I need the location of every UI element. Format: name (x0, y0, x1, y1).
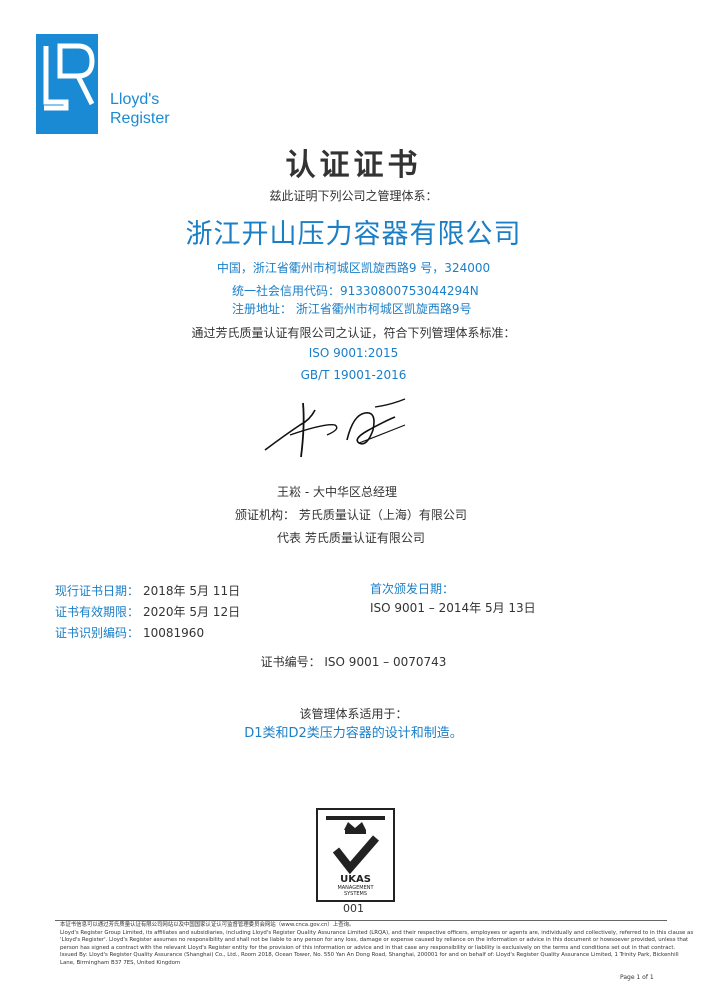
expiry-date-value: 2020年 5月 12日 (143, 605, 241, 619)
standard-gbt19001: GB/T 19001-2016 (300, 368, 407, 382)
identity-value: 10081960 (143, 626, 205, 640)
legal-footer: 本证书信息可以通过芳氏质量认证有限公司网站以及中国国家认证认可监督管理委员会网站… (60, 922, 694, 968)
standard-iso9001: ISO 9001:2015 (308, 346, 399, 360)
certificate-number: 证书编号： ISO 9001 – 0070743 (260, 655, 447, 669)
svg-text:UKAS: UKAS (340, 874, 371, 885)
footer-line: 本证书信息可以通过芳氏质量认证有限公司网站以及中国国家认证认可监督管理委员会网站… (60, 922, 355, 928)
credit-code: 统一社会信用代码：91330800753044294N (232, 284, 479, 298)
footer-line: 'Lloyd's Register'. Lloyd's Register ass… (60, 937, 689, 944)
expiry-date-row: 证书有效期限：2020年 5月 12日 (55, 601, 240, 622)
svg-text:SYSTEMS: SYSTEMS (344, 891, 367, 897)
certificate-title: 认证证书 (285, 148, 422, 183)
footer-divider (55, 920, 667, 921)
intro-text: 兹此证明下列公司之管理体系： (269, 189, 438, 203)
original-date-value: ISO 9001 – 2014年 5月 13日 (370, 601, 536, 615)
current-date-label: 现行证书日期： (55, 584, 140, 598)
original-approval: 首次颁发日期： ISO 9001 – 2014年 5月 13日 (370, 580, 536, 618)
original-date-label: 首次颁发日期： (370, 582, 455, 596)
scope-label: 该管理体系适用于： (299, 707, 408, 721)
issuing-body: 颁证机构： 芳氏质量认证（上海）有限公司 (235, 508, 467, 522)
current-date-value: 2018年 5月 11日 (143, 584, 241, 598)
page-indicator: Page 1 of 1 (620, 974, 654, 981)
footer-line: Lloyd's Register Group Limited, its affi… (60, 929, 694, 936)
identity-label: 证书识别编码： (55, 626, 140, 640)
signature (255, 395, 430, 465)
logo-line-2: Register (110, 110, 170, 127)
ukas-code: 001 (343, 902, 364, 915)
scope-text: D1类和D2类压力容器的设计和制造。 (244, 726, 463, 741)
registered-address: 注册地址： 浙江省衢州市柯城区凯旋西路9号 (232, 302, 472, 316)
logo-line-1: Lloyd's (110, 91, 160, 108)
lr-logo-mark (36, 34, 98, 134)
identity-row: 证书识别编码：10081960 (55, 622, 240, 643)
certificate-dates: 现行证书日期：2018年 5月 11日 证书有效期限：2020年 5月 12日 … (55, 580, 240, 643)
svg-text:MANAGEMENT: MANAGEMENT (337, 885, 374, 891)
footer-line: Lane, Birmingham B37 7ES, United Kingdom (60, 959, 181, 966)
ukas-accreditation-mark: UKAS MANAGEMENT SYSTEMS (316, 808, 395, 902)
logo-wordmark: Lloyd's Register (110, 90, 170, 128)
footer-line: Issued By: Lloyd's Register Quality Assu… (60, 952, 679, 959)
checkmark-icon (332, 835, 380, 875)
current-date-row: 现行证书日期：2018年 5月 11日 (55, 580, 240, 601)
signer-name: 王崧 - 大中华区总经理 (277, 485, 397, 499)
footer-line: person has signed a contract with the re… (60, 944, 676, 951)
on-behalf-of: 代表 芳氏质量认证有限公司 (277, 531, 425, 545)
lloyds-register-logo: Lloyd's Register (36, 34, 196, 134)
crown-icon (344, 822, 366, 830)
company-name: 浙江开山压力容器有限公司 (185, 219, 522, 250)
company-address: 中国，浙江省衢州市柯城区凯旋西路9 号，324000 (216, 261, 491, 275)
certify-statement: 通过芳氏质量认证有限公司之认证，符合下列管理体系标准： (191, 326, 516, 340)
expiry-date-label: 证书有效期限： (55, 605, 140, 619)
